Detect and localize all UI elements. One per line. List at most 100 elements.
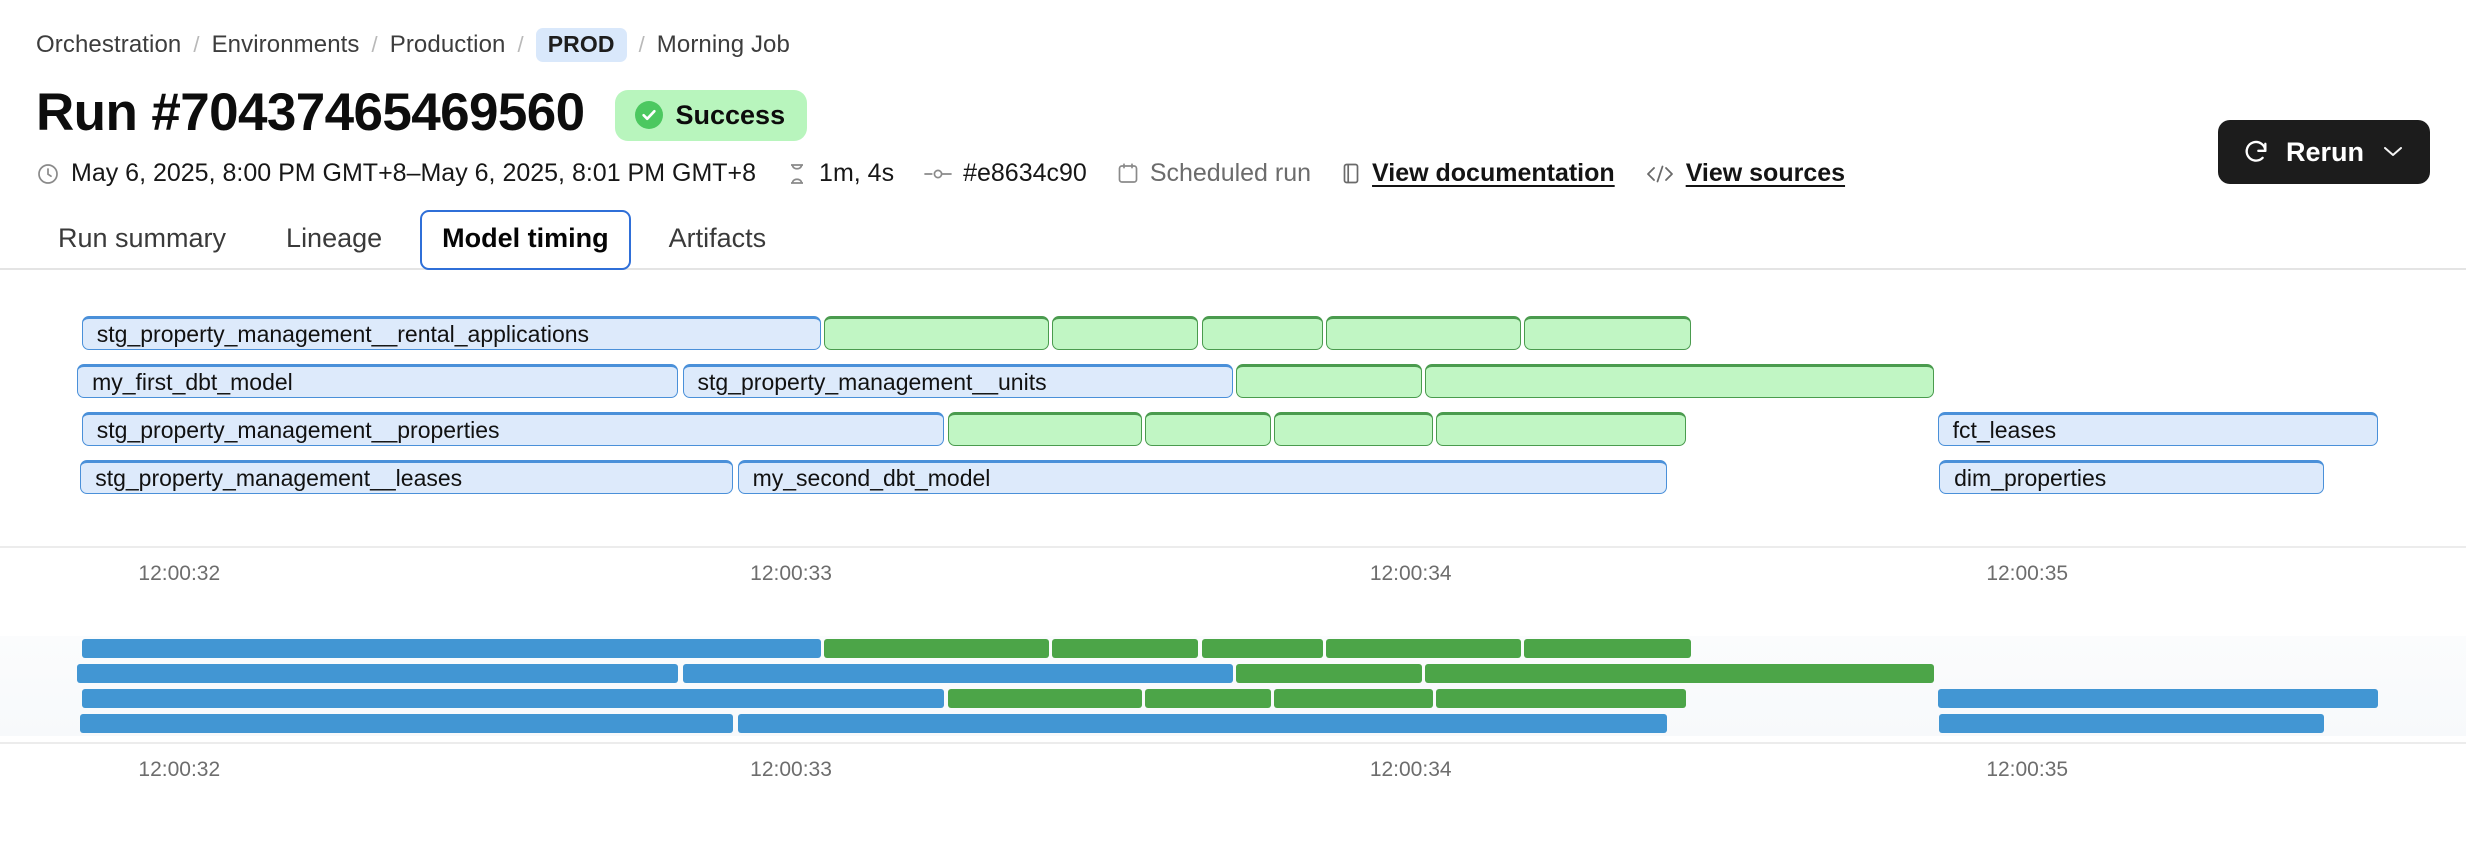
overview-bar-model[interactable] [81,689,944,709]
run-metadata: May 6, 2025, 8:00 PM GMT+8–May 6, 2025, … [0,141,2466,188]
gantt-bar-test[interactable] [824,316,1049,351]
gantt-bar-test[interactable] [1144,412,1271,447]
gantt-bar-label: stg_property_management__leases [95,464,463,491]
calendar-icon [1117,162,1139,185]
overview-bar-test[interactable] [1523,639,1691,659]
meta-duration-text: 1m, 4s [819,159,895,188]
breadcrumb-item-prod[interactable]: PROD [535,28,627,63]
overview-row [0,636,2466,661]
status-badge: Success [614,90,808,142]
tab-lineage[interactable]: Lineage [286,223,383,254]
gantt-bar-test[interactable] [1523,316,1691,351]
clock-icon [36,162,60,186]
tab-bar-divider [0,268,2466,271]
gantt-bar-test[interactable] [1236,364,1422,399]
breadcrumb-separator: / [638,32,645,58]
overview-axis-tick-label: 12:00:35 [1986,758,2069,782]
gantt-bar-stg_property_management__leases[interactable]: stg_property_management__leases [80,460,733,495]
gantt-bar-stg_property_management__rental_applications[interactable]: stg_property_management__rental_applicat… [81,316,821,351]
gantt-bar-test[interactable] [1325,316,1521,351]
overview-axis-tick-label: 12:00:33 [750,758,832,782]
gantt-bar-label: stg_property_management__units [697,368,1047,395]
overview-bar-test[interactable] [1424,664,1935,684]
gantt-bar-test[interactable] [1435,412,1686,447]
hourglass-icon [786,162,808,186]
tab-artifacts[interactable]: Artifacts [668,223,767,254]
breadcrumb: Orchestration / Environments / Production / PR… [0,0,2466,63]
gantt-bar-label: my_second_dbt_model [752,464,991,491]
meta-sources-link[interactable]: View sources [1685,159,1846,188]
overview-axis-tick-label: 12:00:34 [1369,758,1452,782]
overview-bar-test[interactable] [1435,689,1686,709]
meta-documentation[interactable]: View documentation [1341,159,1615,188]
meta-timerange: May 6, 2025, 8:00 PM GMT+8–May 6, 2025, … [36,159,756,188]
overview-bar-test[interactable] [948,689,1142,709]
overview-bar-model[interactable] [1937,689,2378,709]
axis-tick-label: 12:00:32 [138,562,221,586]
gantt-bar-test[interactable] [948,412,1142,447]
breadcrumb-item-environments[interactable]: Environments [211,31,360,59]
model-timing-gantt: stg_property_management__rental_applicat… [0,310,2466,790]
overview-row [0,711,2466,736]
gantt-row: stg_property_management__properties fct_l… [0,406,2466,454]
overview-bar-test[interactable] [1052,639,1199,659]
overview-bar-test[interactable] [1273,689,1433,709]
meta-sources[interactable]: View sources [1645,159,1845,188]
breadcrumb-separator: / [193,32,200,58]
gantt-bar-stg_property_management__properties[interactable]: stg_property_management__properties [81,412,944,447]
commit-icon [924,163,952,185]
tab-run-summary[interactable]: Run summary [58,223,227,254]
gantt-bar-test[interactable] [1273,412,1433,447]
tab-model-timing[interactable]: Model timing [420,210,631,271]
title-row: Run #70437465469560 Success [0,62,2466,142]
overview-bar-model[interactable] [682,664,1233,684]
overview-bar-model[interactable] [1939,714,2325,734]
meta-trigger-text: Scheduled run [1149,159,1312,188]
meta-timerange-text: May 6, 2025, 8:00 PM GMT+8–May 6, 2025, … [71,159,757,188]
meta-duration: 1m, 4s [786,159,894,188]
gantt-bar-label: dim_properties [1954,464,2107,491]
breadcrumb-item-production[interactable]: Production [389,31,506,59]
breadcrumb-separator: / [517,32,524,58]
breadcrumb-item-orchestration[interactable]: Orchestration [36,31,182,59]
gantt-bar-my_first_dbt_model[interactable]: my_first_dbt_model [77,364,678,399]
gantt-detail-chart[interactable]: stg_property_management__rental_applicat… [0,310,2466,540]
gantt-bar-test[interactable] [1424,364,1935,399]
meta-commit-text: #e8634c90 [963,159,1087,188]
gantt-bar-label: my_first_dbt_model [92,368,293,395]
overview-bar-test[interactable] [1236,664,1422,684]
gantt-bar-test[interactable] [1052,316,1199,351]
gantt-bar-label: stg_property_management__properties [96,416,500,443]
overview-bar-test[interactable] [824,639,1049,659]
meta-documentation-link[interactable]: View documentation [1372,159,1615,188]
meta-commit[interactable]: #e8634c90 [924,159,1087,188]
overview-bar-test[interactable] [1201,639,1323,659]
axis-tick-label: 12:00:33 [750,562,832,586]
overview-bar-test[interactable] [1325,639,1521,659]
gantt-overview-chart[interactable] [0,636,2466,737]
gantt-bar-dim_properties[interactable]: dim_properties [1939,460,2325,495]
gantt-bar-fct_leases[interactable]: fct_leases [1937,412,2378,447]
check-circle-icon [634,101,663,130]
overview-row [0,661,2466,686]
refresh-icon [2242,138,2270,166]
gantt-bar-my_second_dbt_model[interactable]: my_second_dbt_model [737,460,1668,495]
overview-bar-test[interactable] [1144,689,1271,709]
axis-tick-label: 12:00:34 [1369,562,1452,586]
gantt-row: my_first_dbt_model stg_property_managemen… [0,358,2466,406]
code-icon [1645,163,1675,185]
rerun-button[interactable]: Rerun [2217,120,2430,184]
overview-bar-model[interactable] [77,664,678,684]
overview-row [0,686,2466,711]
gantt-bar-label: stg_property_management__rental_applicat… [96,320,590,347]
tab-bar: Run summary Lineage Model timing Artifacts [0,210,2466,271]
gantt-bar-stg_property_management__units[interactable]: stg_property_management__units [682,364,1233,399]
overview-bar-model[interactable] [80,714,733,734]
overview-bar-model[interactable] [81,639,821,659]
page-title: Run #70437465469560 [36,82,585,142]
gantt-bar-test[interactable] [1201,316,1323,351]
overview-bar-model[interactable] [737,714,1668,734]
meta-trigger: Scheduled run [1117,159,1311,188]
